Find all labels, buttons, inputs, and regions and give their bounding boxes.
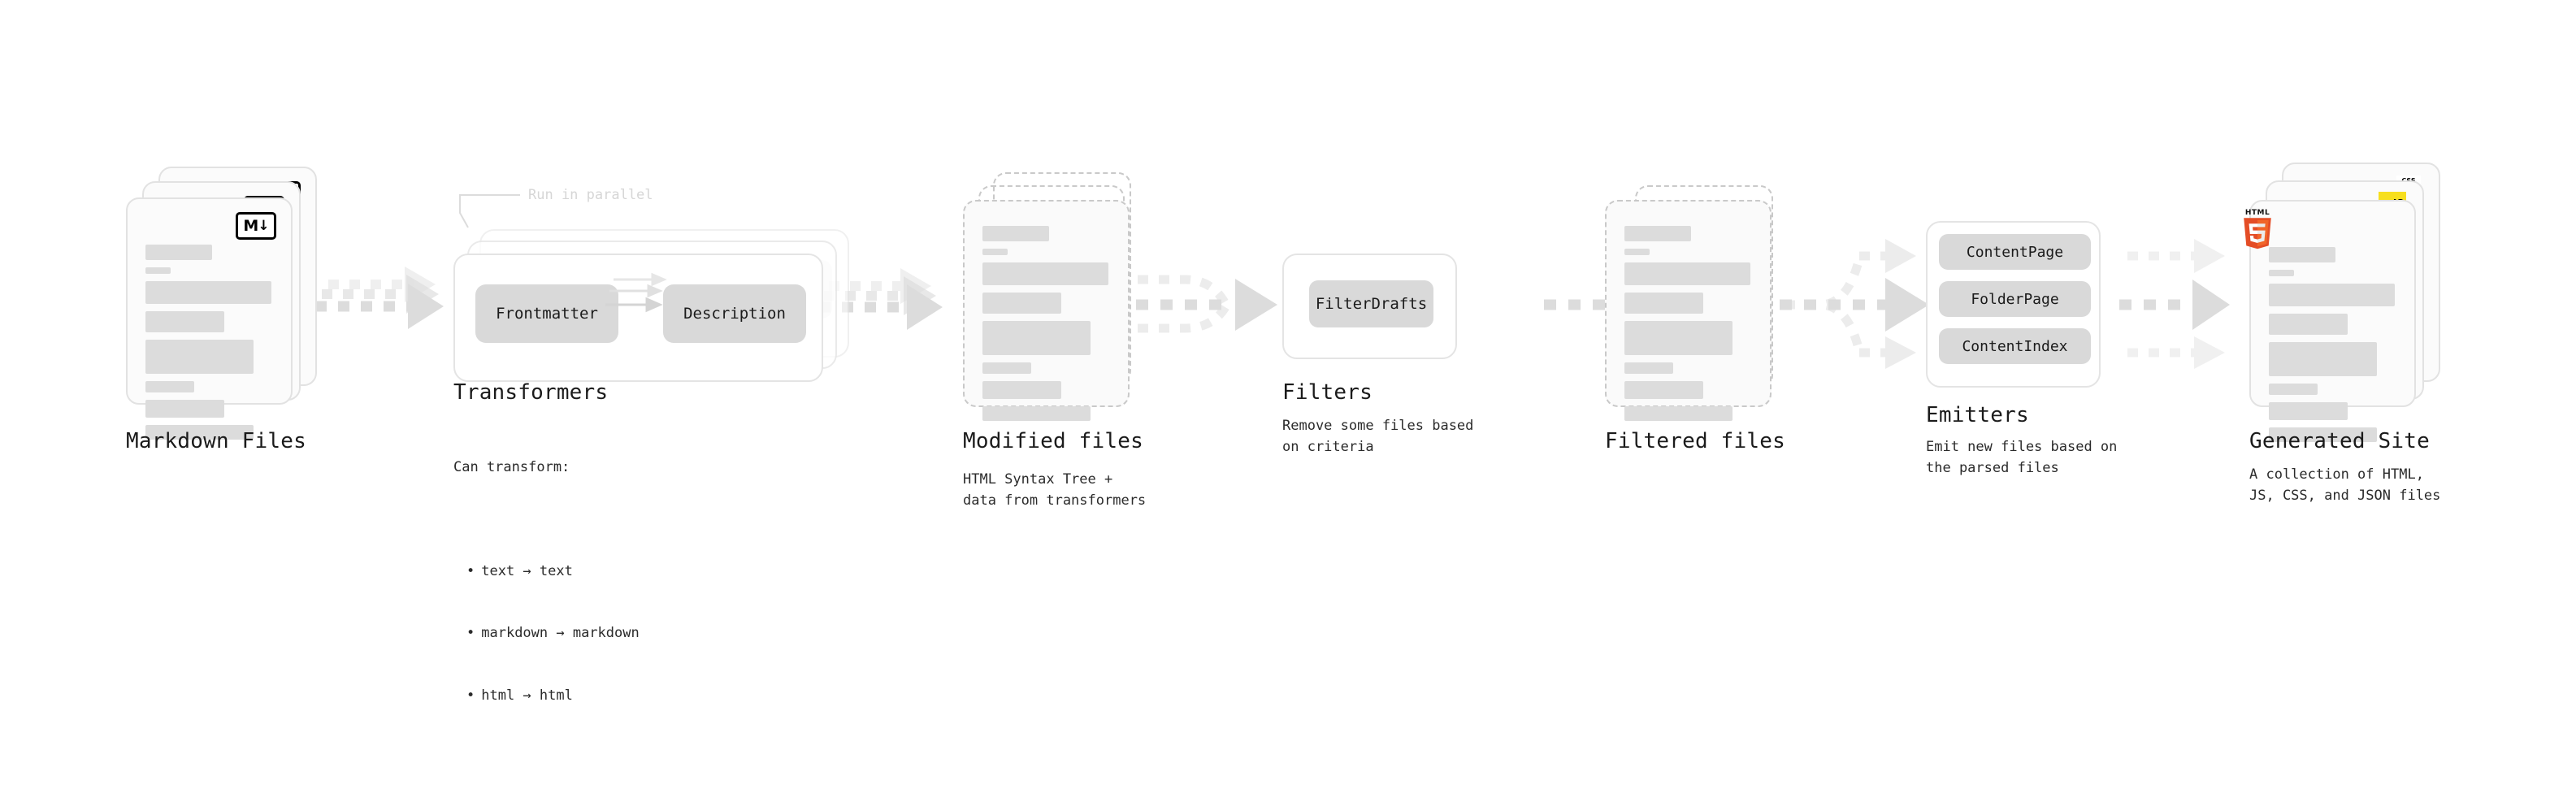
content-bar xyxy=(145,400,225,418)
stage-title-filtered-files: Filtered files xyxy=(1605,429,1785,453)
document-content-lines xyxy=(982,226,1110,421)
modified-card-front[interactable] xyxy=(963,200,1130,421)
diagram-canvas: M↓ M↓ M↓ Markdown Files xyxy=(0,0,2576,681)
filter-chip-filterdrafts[interactable]: FilterDrafts xyxy=(1309,280,1433,327)
stage-description-generated-site: A collection of HTML, JS, CSS, and JSON … xyxy=(2249,466,2441,504)
transformers-description-lead: Can transform: xyxy=(453,459,570,475)
content-bar xyxy=(982,226,1049,241)
stage-description-modified-files: HTML Syntax Tree + data from transformer… xyxy=(963,471,1147,509)
content-bar xyxy=(1624,226,1691,241)
content-bar xyxy=(1624,381,1704,399)
html5-icon: HTML xyxy=(2241,210,2274,255)
transformers-bullet-item: html → html xyxy=(466,686,640,707)
content-bar xyxy=(982,381,1062,399)
emitter-chip-folderpage[interactable]: FolderPage xyxy=(1939,281,2091,317)
document-content-lines xyxy=(1624,226,1752,421)
arrow-markdown-to-transformers xyxy=(315,267,444,329)
stage-description-emitters: Emit new files based on the parsed files xyxy=(1926,439,2118,476)
content-bar xyxy=(2269,314,2348,335)
content-bar xyxy=(1624,406,1733,421)
content-bar xyxy=(2269,342,2378,376)
stage-title-generated-site: Generated Site xyxy=(2249,429,2430,453)
run-in-parallel-label: Run in parallel xyxy=(528,187,653,203)
transformer-chip-description[interactable]: Description xyxy=(663,284,806,343)
stage-title-markdown-files: Markdown Files xyxy=(126,429,306,453)
markdown-badge-front: M↓ xyxy=(236,212,276,240)
document-content-lines xyxy=(145,245,273,440)
site-card-front-html[interactable]: HTML xyxy=(2244,200,2416,442)
transformers-bullet-item: markdown → markdown xyxy=(466,623,639,644)
arrow-emitters-to-site xyxy=(2119,239,2230,369)
content-bar xyxy=(145,425,254,440)
content-bar xyxy=(1624,362,1673,374)
content-bar xyxy=(982,262,1109,285)
content-bar xyxy=(982,249,1008,255)
content-bar xyxy=(1624,321,1733,355)
run-in-parallel-leader xyxy=(459,194,520,228)
content-bar xyxy=(982,362,1031,374)
markdown-card-front[interactable]: M↓ xyxy=(126,197,293,440)
html5-wordmark: HTML xyxy=(2244,209,2270,217)
stage-description-filters: Remove some files based on criteria xyxy=(1282,418,1474,455)
stage-description-transformers: Can transform: text → text markdown → ma… xyxy=(453,416,640,789)
content-bar xyxy=(2269,384,2318,395)
content-bar xyxy=(2269,284,2396,306)
stage-title-filters: Filters xyxy=(1282,380,1373,405)
content-bar xyxy=(1624,293,1704,314)
content-bar xyxy=(145,381,194,392)
content-bar xyxy=(2269,402,2348,420)
filtered-card-front[interactable] xyxy=(1605,200,1772,421)
content-bar xyxy=(145,340,254,374)
content-bar xyxy=(1624,249,1650,255)
content-bar xyxy=(982,406,1091,421)
content-bar xyxy=(2269,270,2295,276)
transformers-bullet-item: text → text xyxy=(466,561,640,583)
stage-title-transformers: Transformers xyxy=(453,380,609,405)
content-bar xyxy=(145,281,272,304)
content-bar xyxy=(982,293,1062,314)
stage-title-modified-files: Modified files xyxy=(963,429,1143,453)
content-bar xyxy=(2269,427,2378,442)
transformer-layer-front[interactable]: Frontmatter Description xyxy=(453,254,823,382)
content-bar xyxy=(982,321,1091,355)
transformers-bullet-list: text → text markdown → markdown html → h… xyxy=(453,520,640,748)
content-bar xyxy=(145,311,225,332)
stage-filters-box[interactable]: FilterDrafts xyxy=(1282,254,1457,359)
transformer-chip-frontmatter[interactable]: Frontmatter xyxy=(475,284,618,343)
arrow-filtered-to-emitters xyxy=(1780,239,1929,369)
emitter-chip-contentpage[interactable]: ContentPage xyxy=(1939,234,2091,270)
content-bar xyxy=(145,245,212,260)
html5-shield-icon xyxy=(2244,218,2271,249)
content-bar xyxy=(145,267,171,274)
arrow-modified-to-filters xyxy=(1136,275,1277,333)
emitter-chip-contentindex[interactable]: ContentIndex xyxy=(1939,328,2091,364)
content-bar xyxy=(1624,262,1751,285)
stage-emitters-box[interactable]: ContentPage FolderPage ContentIndex xyxy=(1926,221,2101,388)
stage-title-emitters: Emitters xyxy=(1926,403,2029,427)
document-content-lines xyxy=(2269,247,2396,442)
content-bar xyxy=(2269,247,2335,262)
